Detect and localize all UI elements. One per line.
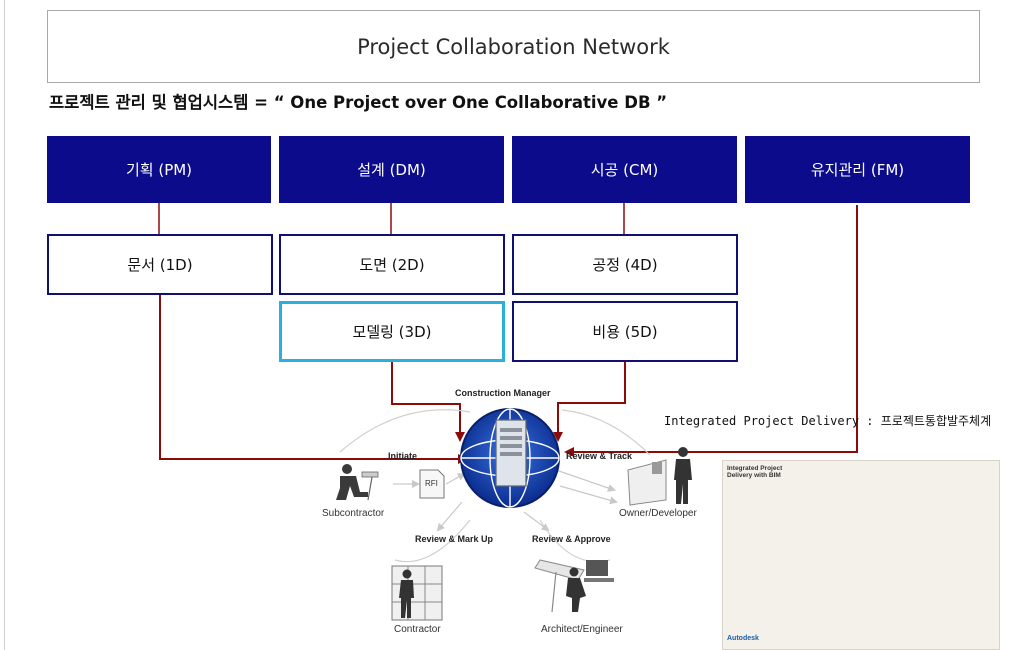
arc-track: [561, 409, 651, 456]
arc-initiate: [339, 409, 471, 453]
ipd-caption: Integrated Project Delivery : 프로젝트통합발주체계: [664, 414, 992, 428]
architect-figure-icon: [534, 559, 614, 613]
label-contractor: Contractor: [394, 624, 441, 635]
phase-box-cm: 시공 (CM): [512, 136, 737, 203]
rfi-document-icon: [419, 469, 445, 499]
arc-markup: [394, 519, 471, 563]
label-initiate: Initiate: [388, 451, 418, 461]
label-subcontractor: Subcontractor: [322, 508, 385, 519]
arrow-1d-to-hub: [159, 295, 468, 464]
page-subtitle: 프로젝트 관리 및 협업시스템 = “ One Project over One…: [49, 93, 668, 112]
doc-box-5d: 비용 (5D): [512, 301, 738, 362]
hub-globe-icon: [460, 408, 560, 508]
ipd-poster: Integrated Project Delivery with BIM Aut…: [722, 460, 1000, 650]
subcontractor-figure-icon: [336, 464, 379, 501]
doc-box-1d: 문서 (1D): [47, 234, 273, 295]
label-architect-engineer: Architect/Engineer: [541, 624, 623, 635]
slide-left-border: [4, 0, 5, 650]
owner-figure-icon: [627, 447, 692, 506]
doc-box-2d: 도면 (2D): [279, 234, 505, 295]
label-review-approve: Review & Approve: [532, 534, 611, 544]
phase-box-dm: 설계 (DM): [279, 136, 504, 203]
doc-box-3d: 모델링 (3D): [279, 301, 505, 362]
contractor-figure-icon: [391, 565, 443, 621]
doc-box-4d: 공정 (4D): [512, 234, 738, 295]
arrow-5d-to-hub: [553, 362, 626, 442]
label-review-markup: Review & Mark Up: [415, 534, 494, 544]
label-rfi: RFI: [425, 479, 438, 488]
label-construction-manager: Construction Manager: [455, 388, 551, 398]
arrow-3d-to-hub: [391, 362, 465, 442]
poster-brand-logo: Autodesk: [727, 635, 759, 642]
page-title: Project Collaboration Network: [47, 10, 980, 83]
label-owner-developer: Owner/Developer: [619, 508, 697, 519]
phase-box-fm: 유지관리 (FM): [745, 136, 970, 203]
phase-box-pm: 기획 (PM): [47, 136, 271, 203]
poster-title: Integrated Project Delivery with BIM: [727, 465, 783, 479]
label-review-track: Review & Track: [566, 451, 633, 461]
arrow-fm-to-hub: [564, 205, 858, 457]
